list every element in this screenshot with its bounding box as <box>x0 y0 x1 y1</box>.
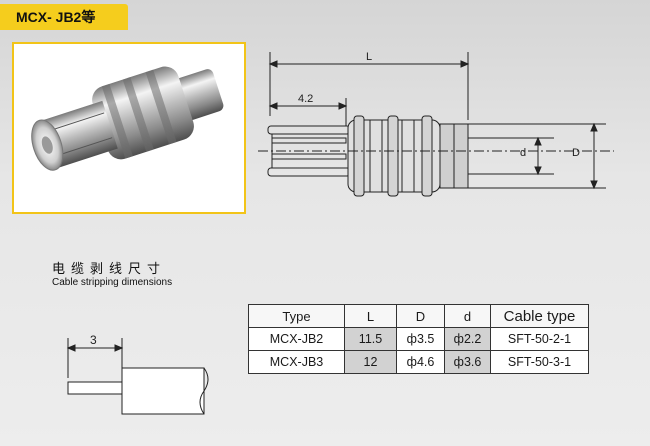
table-header-row: Type L D d Cable type <box>248 304 589 328</box>
col-header-D: D <box>396 304 445 328</box>
product-photo <box>12 42 246 214</box>
strip-title-cn: 电缆剥线尺寸 <box>52 261 167 276</box>
cell-D: ф3.5 <box>396 327 445 351</box>
cable-strip-drawing: 3 <box>66 333 209 415</box>
connector-photo-image <box>31 66 224 171</box>
header-title: MCX- JB2等 <box>0 4 128 30</box>
connector-drawing: L 4.2 d D <box>258 51 614 197</box>
cell-d: ф3.6 <box>444 350 491 374</box>
table-row: MCX-JB3 12 ф4.6 ф3.6 SFT-50-3-1 <box>248 350 589 374</box>
cell-type: MCX-JB3 <box>248 350 345 374</box>
table-row: MCX-JB2 11.5 ф3.5 ф2.2 SFT-50-2-1 <box>248 327 589 351</box>
dim-D-label: D <box>572 147 580 159</box>
dim-L-label: L <box>366 51 372 63</box>
col-header-cable-type: Cable type <box>490 304 589 328</box>
col-header-L: L <box>344 304 397 328</box>
dim-4-2-label: 4.2 <box>298 93 313 105</box>
cell-cable-type: SFT-50-3-1 <box>490 350 589 374</box>
cell-d: ф2.2 <box>444 327 491 351</box>
cell-type: MCX-JB2 <box>248 327 345 351</box>
cell-cable-type: SFT-50-2-1 <box>490 327 589 351</box>
col-header-d: d <box>444 304 491 328</box>
dim-3-label: 3 <box>90 333 97 347</box>
col-header-type: Type <box>248 304 345 328</box>
strip-title-en: Cable stripping dimensions <box>52 277 173 288</box>
spec-table: Type L D d Cable type MCX-JB2 11.5 ф3.5 … <box>248 304 589 374</box>
cell-D: ф4.6 <box>396 350 445 374</box>
cell-L: 12 <box>344 350 397 374</box>
cell-L: 11.5 <box>344 327 397 351</box>
dim-d-label: d <box>520 147 526 159</box>
